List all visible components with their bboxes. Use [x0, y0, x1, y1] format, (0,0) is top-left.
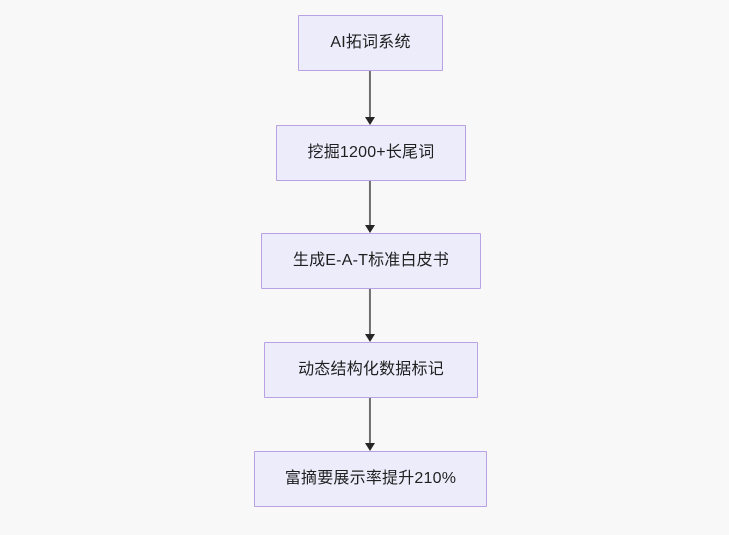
node-label: 动态结构化数据标记	[298, 361, 444, 379]
node-label: AI拓词系统	[330, 34, 411, 52]
arrowhead-icon	[365, 116, 375, 125]
node-label: 富摘要展示率提升210%	[284, 470, 457, 488]
flowchart-node-dynamic-structured-data[interactable]: 动态结构化数据标记	[264, 342, 478, 398]
edge-line	[368, 289, 372, 335]
flowchart-node-rich-snippet-uplift[interactable]: 富摘要展示率提升210%	[254, 451, 487, 507]
arrowhead-icon	[365, 224, 375, 233]
arrowhead-icon	[365, 333, 375, 342]
edge-line	[368, 398, 372, 444]
flowchart-node-generate-eat-whitepaper[interactable]: 生成E-A-T标准白皮书	[261, 233, 481, 289]
arrowhead-icon	[365, 442, 375, 451]
edge-line	[368, 71, 372, 118]
flowchart-node-ai-keyword-system[interactable]: AI拓词系统	[298, 15, 443, 71]
flowchart-node-mine-longtail-keywords[interactable]: 挖掘1200+长尾词	[276, 125, 466, 181]
node-label: 生成E-A-T标准白皮书	[292, 252, 450, 270]
edge-line	[368, 181, 372, 226]
node-label: 挖掘1200+长尾词	[307, 144, 435, 162]
